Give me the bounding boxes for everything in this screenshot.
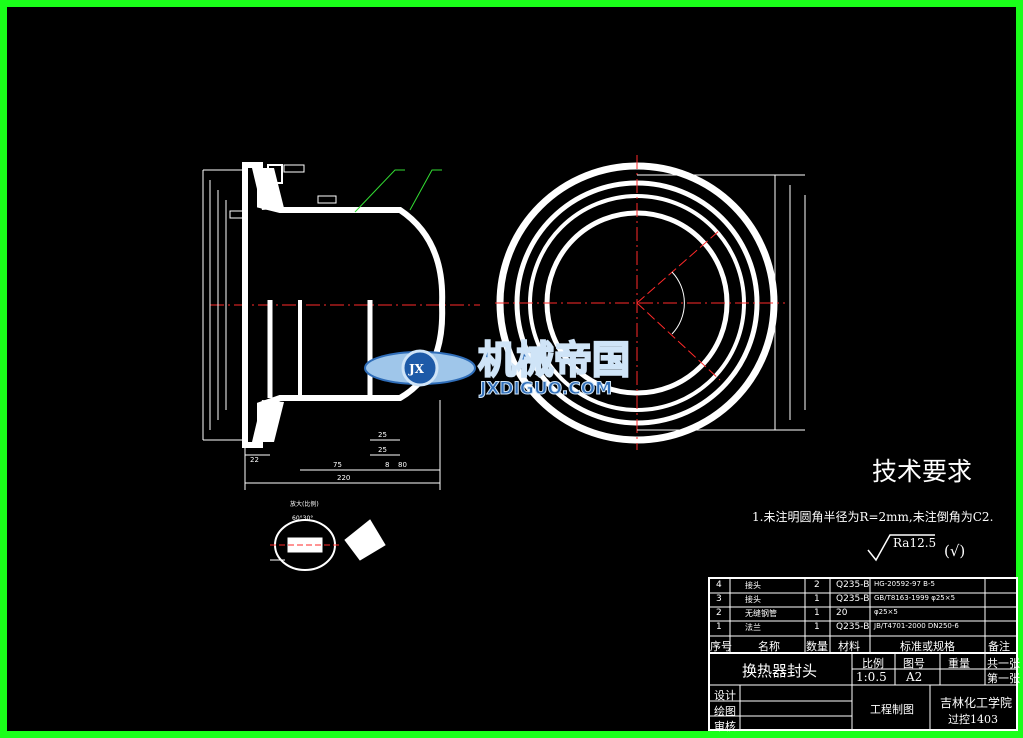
flange-outline: [242, 162, 446, 448]
leader-line-2: [409, 169, 442, 211]
detail-view: [270, 519, 386, 571]
tech-title: 技术要求: [872, 457, 972, 486]
dim-220: 220: [337, 474, 350, 482]
diag-line-1: [636, 229, 721, 304]
dim-25b: 25: [378, 446, 387, 454]
leader-line-1: [354, 169, 405, 213]
dim-8: 8: [385, 461, 389, 469]
nozzle-pad-top: [267, 164, 283, 184]
dim-22: 22: [250, 456, 259, 464]
watermark-en: JXDIGUO.COM: [479, 379, 612, 399]
roughness-value: Ra12.5: [893, 536, 936, 550]
gear-icon: [401, 349, 439, 387]
detail-title: 放大(比例): [290, 500, 319, 508]
angle-arc: [671, 271, 685, 335]
hub-hatch-bottom: [252, 400, 284, 442]
dim-80: 80: [398, 461, 407, 469]
detail-angle: 60°30°: [292, 515, 313, 522]
label-box-a: [283, 164, 305, 173]
label-box-c: [229, 210, 247, 219]
roughness-other: (√): [944, 542, 965, 560]
watermark-cn: 机械帝国: [478, 338, 630, 382]
hub-hatch-top: [252, 168, 284, 210]
diag-line-2: [636, 302, 721, 381]
bom-grid: [708, 577, 1018, 731]
watermark: JX 机械帝国 JXDIGUO.COM: [364, 337, 631, 400]
dim-25a: 25: [378, 431, 387, 439]
front-view: [495, 155, 806, 450]
dim-75: 75: [333, 461, 342, 469]
section-view: [202, 162, 480, 490]
roughness-icon: [867, 534, 935, 562]
tech-req-1: 1.未注明圆角半径为R=2mm,未注倒角为C2.: [752, 509, 993, 524]
label-box-b: [317, 195, 337, 204]
dim-lines-left: [202, 169, 245, 441]
dim-lines-bottom: [244, 400, 441, 490]
watermark-logo-letters: JX: [408, 362, 425, 376]
